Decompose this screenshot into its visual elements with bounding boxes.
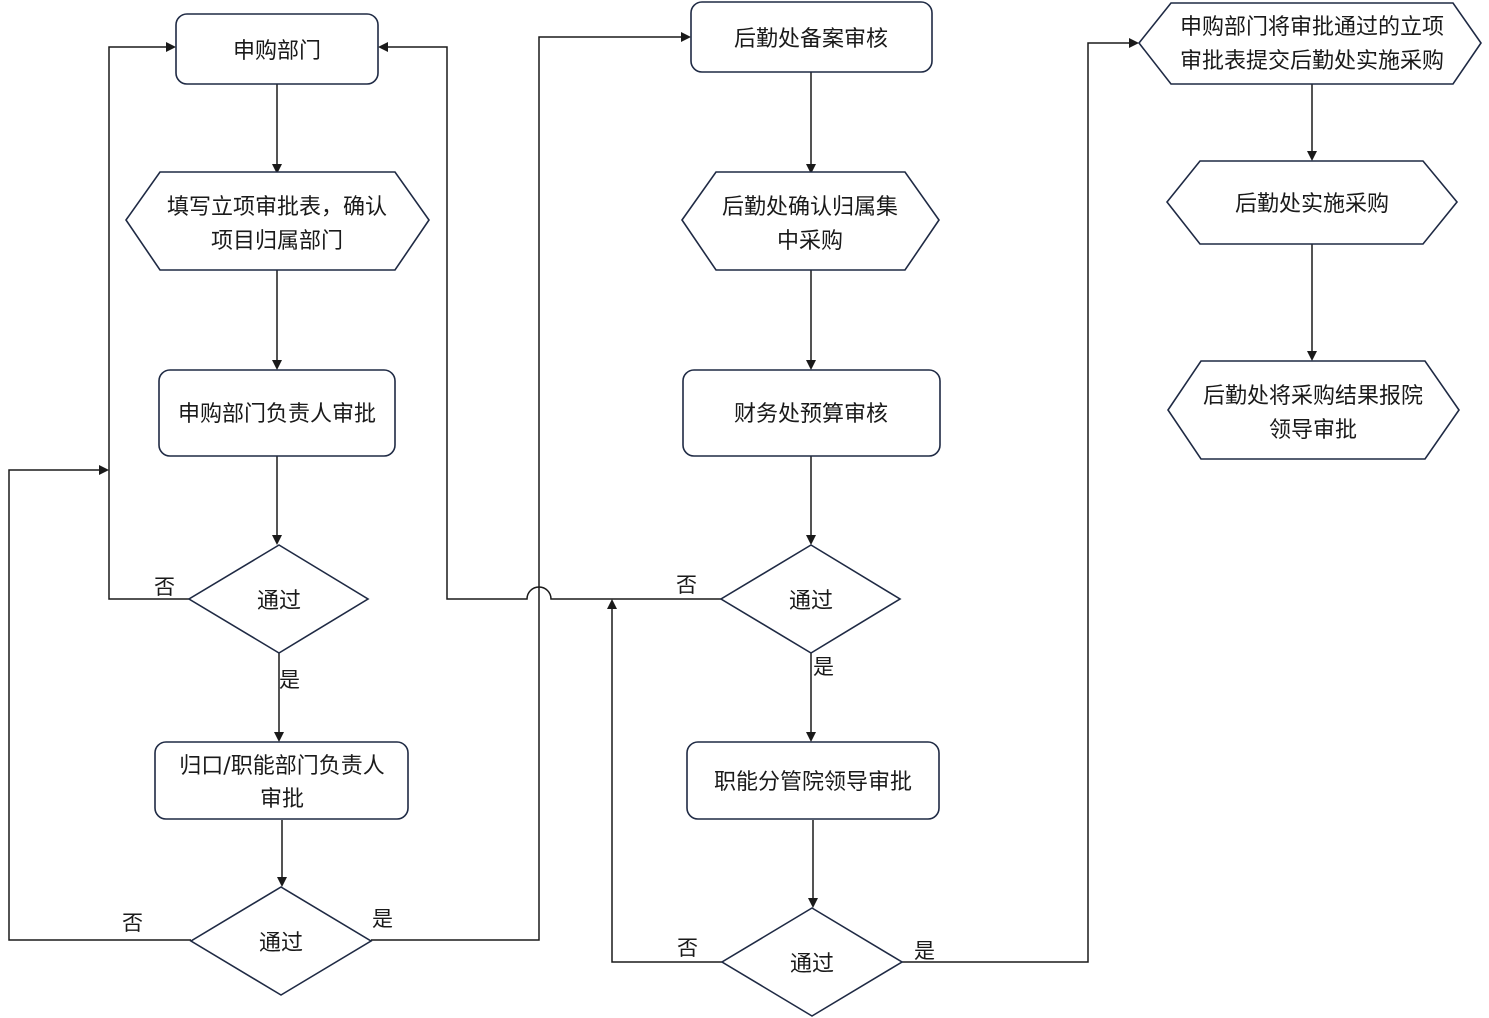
node-head-approval: [158, 369, 396, 457]
decision-pass-4: [720, 907, 904, 1017]
arrowhead: [1307, 351, 1317, 361]
node-filing-review: [690, 1, 933, 73]
arrowhead: [1129, 38, 1139, 48]
decision-pass-1-label: 通过: [257, 589, 301, 614]
edges: [8, 32, 1317, 963]
decision-pass-2: [189, 886, 373, 996]
decision-pass-3: [719, 544, 902, 654]
arrowhead: [274, 732, 284, 742]
decision-pass-1: [187, 544, 370, 654]
arrowhead: [607, 599, 617, 609]
edge-label-decision3-no: 否: [676, 573, 697, 597]
node-report-result-label-line1: 后勤处将采购结果报院: [1203, 384, 1423, 409]
node-confirm-central: [681, 171, 940, 271]
node-report-result-label-line2: 领导审批: [1269, 418, 1357, 443]
arrowhead: [806, 535, 816, 545]
edge-label-decision1-no: 否: [154, 575, 175, 599]
edge-decision4-no: [611, 609, 722, 963]
edge-decision1-no: [108, 46, 189, 600]
node-report-result: [1167, 360, 1460, 460]
arrowhead: [272, 164, 282, 174]
arrowhead: [808, 898, 818, 908]
edge-label-decision3-yes: 是: [813, 655, 834, 679]
node-dept-head-approval-label-line2: 审批: [260, 787, 304, 812]
edge-decision4-yes: [902, 42, 1129, 963]
edge-label-decision4-yes: 是: [914, 939, 935, 963]
edge-label-decision4-no: 否: [677, 936, 698, 960]
arrowhead: [806, 732, 816, 742]
arrowhead: [272, 360, 282, 370]
arrowhead: [1307, 151, 1317, 161]
nodes: 申购部门 填写立项审批表，确认 项目归属部门 申购部门负责人审批 通过 归口/职…: [125, 1, 1482, 1017]
node-leader-approval: [686, 741, 940, 820]
edge-decision3-no: [388, 46, 721, 600]
node-dept-head-approval: [154, 741, 409, 820]
arrowhead: [277, 877, 287, 887]
node-budget-review-label: 财务处预算审核: [734, 402, 888, 427]
edge-label-decision2-no: 否: [122, 911, 143, 935]
decision-pass-4-label: 通过: [790, 952, 834, 977]
arrowhead: [378, 42, 388, 52]
node-confirm-central-label-line1: 后勤处确认归属集: [722, 195, 898, 220]
node-submit-form-label-line1: 申购部门将审批通过的立项: [1180, 15, 1444, 40]
node-submit-form: [1137, 2, 1482, 85]
arrowhead: [99, 465, 109, 475]
arrowhead: [806, 164, 816, 174]
decision-pass-2-label: 通过: [259, 931, 303, 956]
node-fill-form-label-line1: 填写立项审批表，确认: [167, 195, 387, 220]
arrowhead: [806, 360, 816, 370]
node-submit-form-label-line2: 审批表提交后勤处实施采购: [1180, 49, 1444, 74]
node-budget-review: [682, 369, 941, 457]
edge-label-decision1-yes: 是: [279, 668, 300, 692]
node-confirm-central-label-line2: 中采购: [777, 229, 843, 254]
node-fill-form: [125, 171, 430, 271]
node-implement-purchase: [1165, 160, 1459, 245]
arrowhead: [681, 32, 691, 42]
node-fill-form-label-line2: 项目归属部门: [211, 229, 343, 254]
node-dept-head-approval-label-line1: 归口/职能部门负责人: [179, 754, 384, 779]
node-apply-dept: [175, 13, 379, 85]
edge-label-decision2-yes: 是: [372, 907, 393, 931]
arrowhead: [272, 535, 282, 545]
node-apply-dept-label: 申购部门: [233, 39, 321, 64]
edge-decision2-yes: [371, 36, 681, 941]
node-implement-purchase-label: 后勤处实施采购: [1235, 192, 1389, 217]
edge-labels: 否 是 否 是 否 是 否 是: [122, 573, 935, 963]
node-leader-approval-label: 职能分管院领导审批: [714, 770, 912, 795]
node-filing-review-label: 后勤处备案审核: [734, 27, 888, 52]
node-head-approval-label: 申购部门负责人审批: [178, 402, 376, 427]
decision-pass-3-label: 通过: [789, 589, 833, 614]
arrowhead: [166, 42, 176, 52]
edge-decision2-no: [8, 469, 191, 941]
